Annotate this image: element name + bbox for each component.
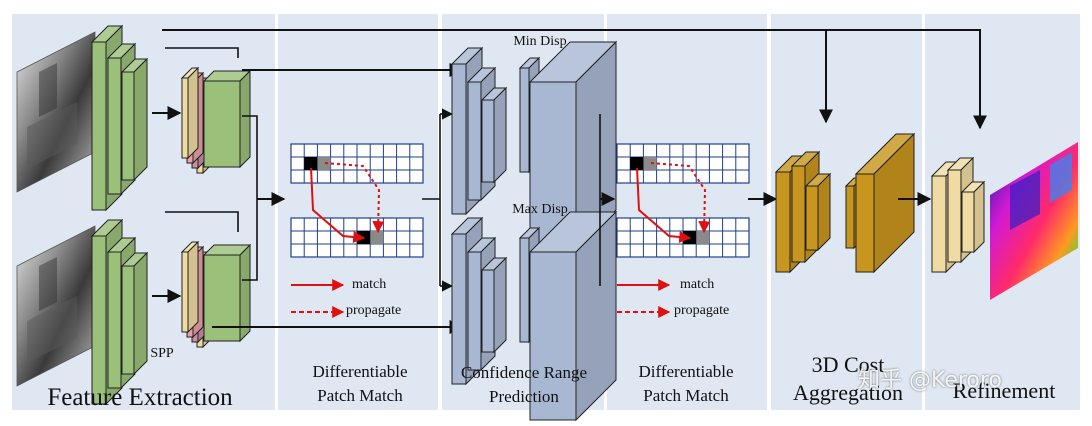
upper-spp-block <box>202 69 252 169</box>
skip-arrow-to-refine <box>826 29 987 130</box>
stage-label-crp-line2: Prediction <box>489 387 559 406</box>
pm2-bottom-grid-gray-cell <box>696 231 710 244</box>
connector-upper-skip <box>165 47 239 58</box>
pm2-top-grid-black-cell <box>630 157 644 170</box>
pm2-top-grid-gray-cell <box>643 157 657 170</box>
crp-max-disp-layer-3 <box>480 256 508 354</box>
stage-label-feature-extraction: Feature Extraction <box>47 384 233 411</box>
watermark: 知乎 @Keroro <box>858 368 1002 393</box>
refine-layer-3 <box>960 180 986 254</box>
right-input-image <box>16 225 96 387</box>
upper-spp-slice-1 <box>180 66 200 160</box>
output-disparity-map <box>990 142 1078 300</box>
lower-spp-slice-1 <box>180 240 200 334</box>
crp-min-disp-layer-3 <box>480 86 508 184</box>
min-disp-label: Min Disp <box>513 34 567 49</box>
legend-propagate-label-2: propagate <box>674 303 730 318</box>
stage-label-cost-line1: 3D Cost <box>811 352 885 377</box>
stage-panel-4 <box>607 14 767 410</box>
pm1-top-grid <box>290 143 424 184</box>
legend-match-label-1: match <box>352 277 387 292</box>
stage-label-cost-line2: Aggregation <box>793 380 903 405</box>
stage-label-refinement: Refinement <box>952 378 1056 403</box>
spp-label: SPP <box>150 346 174 361</box>
stage-label-pm1-line2: Patch Match <box>317 386 403 405</box>
lower-encoder-layer-3 <box>120 251 149 376</box>
stage-label-pm2-line1: Differentiable <box>638 362 734 381</box>
pm1-top-grid-black-cell <box>304 157 318 170</box>
pm1-bottom-grid <box>290 217 424 258</box>
cost-layer-5 <box>854 132 916 274</box>
upper-encoder-layer-3 <box>120 57 149 182</box>
pm2-match-arrow <box>636 167 692 243</box>
legend-propagate-label-1: propagate <box>346 303 402 318</box>
pm1-match-arrow <box>310 167 366 243</box>
crp-max-disp-layer-5 <box>528 210 618 422</box>
stage-label-crp-line1: Confidence Range <box>460 363 588 382</box>
left-input-image <box>16 31 96 193</box>
connector-lower-skip <box>165 211 239 232</box>
pm1-propagate-arrow <box>324 162 385 234</box>
pm2-top-grid <box>616 143 750 184</box>
pm2-propagate-arrow <box>650 162 711 234</box>
pm1-top-grid-gray-cell <box>317 157 331 170</box>
legend-match-label-2: match <box>680 277 715 292</box>
stage-label-pm2-line2: Patch Match <box>643 386 729 405</box>
stage-panel-2 <box>278 14 438 410</box>
max-disp-label: Max Disp <box>512 202 568 217</box>
pm1-bottom-grid-gray-cell <box>370 231 384 244</box>
cost-layer-3 <box>804 172 832 252</box>
stage-label-pm1-line1: Differentiable <box>312 362 408 381</box>
